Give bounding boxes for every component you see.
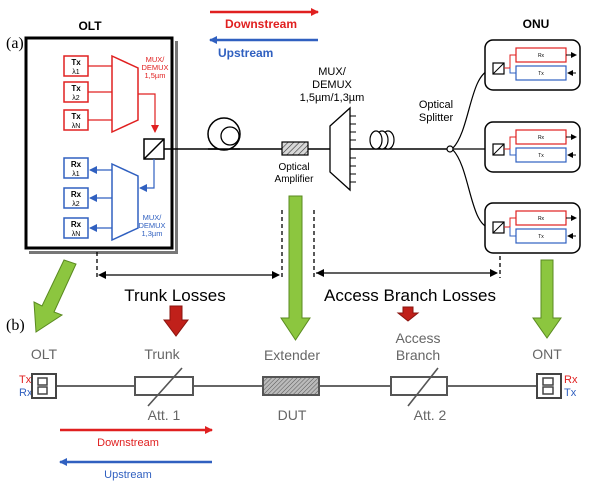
- svg-text:Rx: Rx: [538, 53, 545, 59]
- svg-text:DEMUX: DEMUX: [141, 63, 168, 72]
- svg-text:Access: Access: [395, 330, 440, 346]
- svg-text:Rx: Rx: [71, 160, 82, 169]
- svg-text:Optical: Optical: [278, 162, 309, 173]
- svg-text:Tx: Tx: [71, 84, 81, 93]
- svg-text:Tx: Tx: [538, 71, 544, 77]
- red-mux: [111, 54, 139, 134]
- upstream-bottom-label: Upstream: [104, 469, 152, 481]
- svg-text:Tx: Tx: [538, 153, 544, 159]
- svg-text:λ1: λ1: [72, 69, 80, 76]
- tx-n-box: Tx λN: [63, 109, 89, 131]
- svg-text:Amplifier: Amplifier: [275, 174, 315, 185]
- svg-text:Tx: Tx: [564, 387, 577, 399]
- svg-text:Tx: Tx: [19, 374, 32, 386]
- svg-text:λN: λN: [72, 123, 81, 130]
- svg-text:MUX/: MUX/: [146, 55, 166, 64]
- svg-text:Optical: Optical: [419, 99, 453, 111]
- onu-label: ONU: [523, 17, 550, 31]
- svg-text:Splitter: Splitter: [419, 112, 454, 124]
- blue-mux: [111, 162, 139, 242]
- svg-text:Extender: Extender: [264, 347, 320, 363]
- svg-text:λ2: λ2: [72, 95, 80, 102]
- svg-text:Rx: Rx: [71, 220, 82, 229]
- svg-text:Tx: Tx: [71, 112, 81, 121]
- access-branch-losses-label: Access Branch Losses: [324, 286, 496, 305]
- svg-text:λ1: λ1: [72, 171, 80, 178]
- ont-block: ONT Rx Tx: [532, 346, 578, 399]
- olt-b-block: OLT Tx Rx: [19, 346, 58, 399]
- access-branch-attenuator: Access Branch Att. 2: [390, 330, 448, 423]
- center-mux-demux: MUX/ DEMUX 1,5µm/1,3µm: [300, 66, 365, 192]
- rx-2-box: Rx λ2: [63, 187, 89, 209]
- svg-text:λN: λN: [72, 231, 81, 238]
- svg-text:Att. 2: Att. 2: [414, 407, 447, 423]
- olt-label: OLT: [78, 19, 102, 33]
- panel-a-label: (a): [6, 35, 24, 52]
- svg-text:Trunk: Trunk: [144, 346, 180, 362]
- fiber-spool-2-icon: [369, 130, 395, 150]
- svg-text:Rx: Rx: [71, 190, 82, 199]
- trunk-losses-label: Trunk Losses: [124, 286, 225, 305]
- panel-b-label: (b): [6, 317, 25, 334]
- downstream-top-label: Downstream: [225, 17, 297, 31]
- svg-text:Att. 1: Att. 1: [148, 407, 181, 423]
- rx-1-box: Rx λ1: [63, 157, 89, 179]
- trunk-losses-range: Trunk Losses: [98, 271, 280, 305]
- tx-2-box: Tx λ2: [63, 81, 89, 103]
- tx-1-box: Tx λ1: [63, 55, 89, 77]
- olt-block: OLT Tx λ1 Tx λ2 Tx λN MUX/ DEMUX 1,5µm: [24, 19, 178, 254]
- rx-n-box: Rx λN: [63, 217, 89, 239]
- svg-text:λ2: λ2: [72, 201, 80, 208]
- svg-text:1,3µm: 1,3µm: [142, 229, 163, 238]
- svg-text:1,5µm/1,3µm: 1,5µm/1,3µm: [300, 92, 365, 104]
- trunk-attenuator: Trunk Att. 1: [134, 346, 194, 423]
- downstream-bottom-label: Downstream: [97, 437, 159, 449]
- extender-dut: Extender DUT: [262, 347, 320, 423]
- upstream-top-label: Upstream: [218, 46, 273, 60]
- top-direction-arrows: Downstream Upstream: [209, 8, 319, 60]
- svg-text:DUT: DUT: [278, 407, 307, 423]
- svg-text:Rx: Rx: [538, 135, 545, 141]
- onu-unit-1: Rx Tx: [484, 39, 581, 91]
- wdm-combiner: [143, 138, 165, 160]
- green-arrows: [33, 195, 562, 341]
- svg-text:MUX/: MUX/: [143, 213, 163, 222]
- svg-text:Tx: Tx: [71, 58, 81, 67]
- onu-unit-3: Rx Tx: [484, 202, 581, 254]
- svg-text:DEMUX: DEMUX: [312, 79, 352, 91]
- red-down-arrows: [163, 305, 420, 337]
- svg-text:Rx: Rx: [19, 387, 33, 399]
- access-branch-losses-range: Access Branch Losses: [316, 269, 498, 305]
- bottom-direction-arrows: Downstream Upstream: [59, 426, 213, 481]
- svg-text:1,5µm: 1,5µm: [145, 71, 166, 80]
- svg-text:DEMUX: DEMUX: [138, 221, 165, 230]
- svg-text:Tx: Tx: [538, 234, 544, 240]
- onu-unit-2: Rx Tx: [484, 121, 581, 173]
- svg-text:MUX/: MUX/: [318, 66, 346, 78]
- svg-text:Rx: Rx: [538, 216, 545, 222]
- fiber-spool-icon: [207, 117, 241, 151]
- svg-text:Rx: Rx: [564, 374, 578, 386]
- optical-amplifier: Optical Amplifier: [275, 141, 315, 185]
- svg-text:Branch: Branch: [396, 347, 440, 363]
- svg-text:OLT: OLT: [31, 346, 58, 362]
- svg-text:ONT: ONT: [532, 346, 562, 362]
